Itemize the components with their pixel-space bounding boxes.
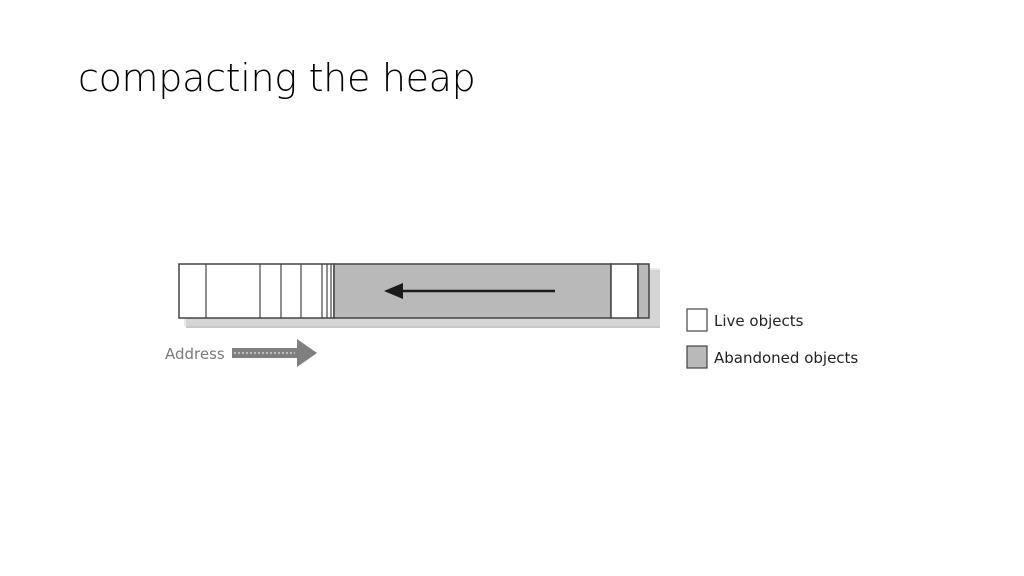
heap-compaction-diagram: Address Live objects Abandoned objects: [150, 250, 880, 390]
legend-live-label: Live objects: [714, 312, 804, 330]
legend-abandoned-label: Abandoned objects: [714, 349, 858, 367]
heap-diagram-svg: Address Live objects Abandoned objects: [165, 263, 858, 369]
legend-live-swatch: [686, 308, 708, 332]
abandoned-objects-region: [333, 263, 612, 319]
legend-abandoned-swatch: [686, 345, 708, 369]
live-objects-region: [178, 263, 335, 319]
slide-title: compacting the heap: [78, 56, 476, 100]
abandoned-object-right: [637, 263, 650, 319]
live-object-right: [610, 263, 639, 319]
compaction-arrow-head: [384, 283, 403, 299]
address-label: Address: [165, 345, 225, 363]
